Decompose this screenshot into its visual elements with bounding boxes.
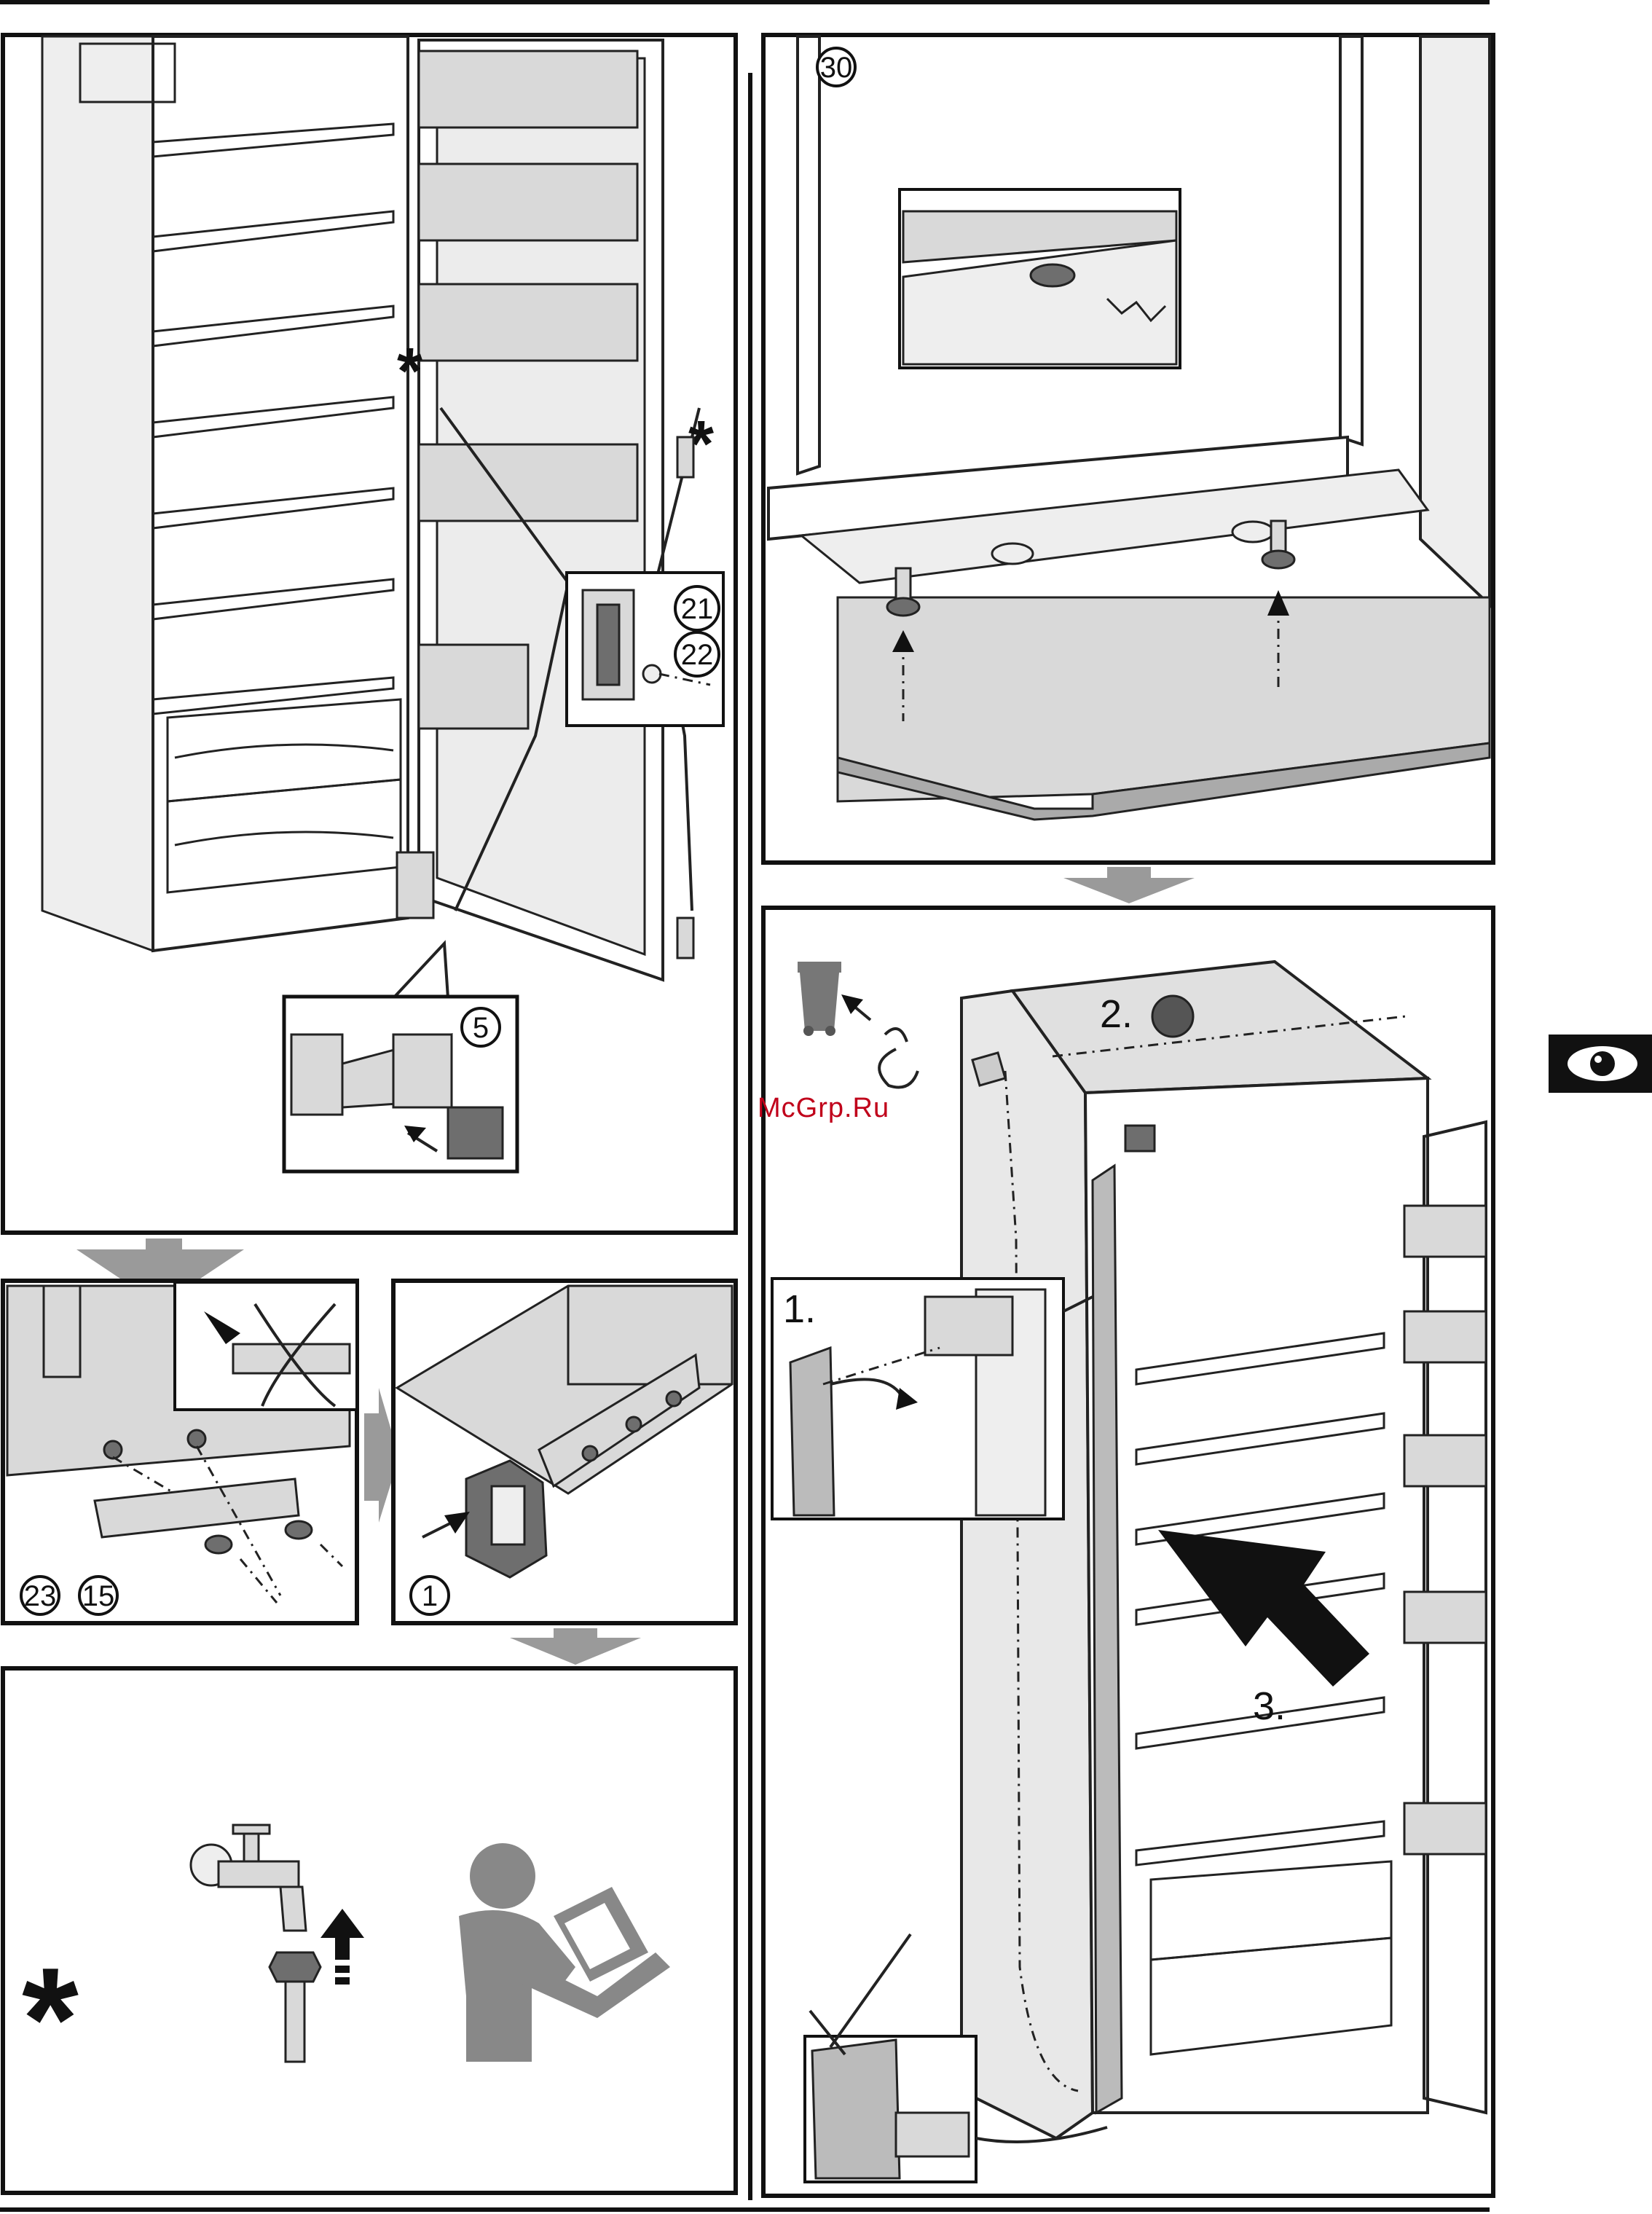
panel-bracket	[3, 1281, 357, 1623]
step-label-1: 1.	[783, 1287, 816, 1331]
door-hinge-bottom	[677, 918, 693, 958]
callout-label: 1	[422, 1580, 438, 1612]
callout-label: 15	[82, 1580, 115, 1612]
callout-label: 30	[820, 52, 853, 84]
panel-door-hinges: 21 22 * * 5	[3, 35, 736, 1233]
top-clip	[1125, 1126, 1155, 1151]
step-label-2: 2.	[1100, 992, 1133, 1036]
panel-clip	[393, 1281, 736, 1623]
panel-feet	[763, 35, 1493, 863]
flow-arrow	[1063, 867, 1195, 903]
eye-icon	[1549, 1035, 1652, 1093]
callout-label: 21	[681, 593, 714, 625]
panel-notes: *	[3, 1668, 736, 2193]
step-label-3: 3.	[1253, 1684, 1286, 1728]
flow-arrow	[510, 1628, 641, 1665]
watermark-text: McGrp.Ru	[758, 1093, 889, 1124]
step1-inset	[772, 1279, 1093, 1519]
callout-label: 22	[681, 639, 714, 671]
callout-label: 23	[24, 1580, 57, 1612]
plug	[972, 1053, 1005, 1086]
callout-label: 5	[473, 1012, 489, 1044]
top-rule	[0, 0, 1490, 4]
screw-bag	[1152, 996, 1193, 1037]
cabinet-hinge-bottom	[397, 852, 433, 918]
bottom-rule	[0, 2207, 1490, 2212]
door-hinge-top	[677, 437, 693, 477]
asterisk-icon: *	[397, 335, 422, 408]
asterisk-icon: *	[22, 1938, 79, 2100]
foot-detail-inset	[900, 189, 1180, 368]
flow-arrow	[76, 1238, 244, 1279]
